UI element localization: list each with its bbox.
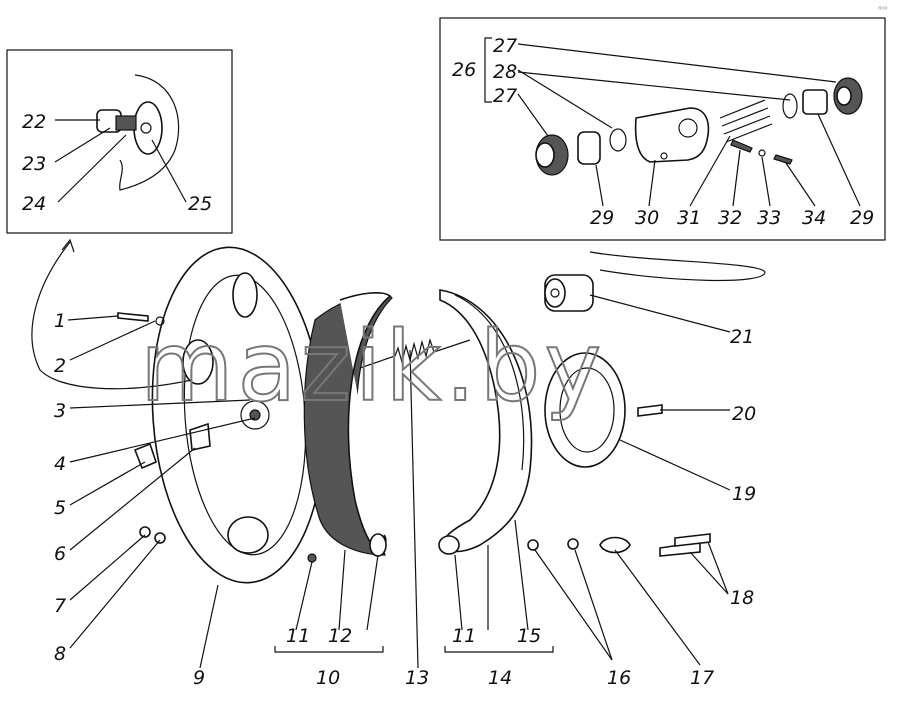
- small-fasteners: [527, 404, 711, 557]
- bolt-and-washers: [117, 312, 166, 544]
- callout-29: 29: [590, 207, 614, 229]
- brake-shoe-left: [303, 291, 393, 563]
- callout-30: 30: [635, 207, 659, 229]
- callout-23: 23: [22, 153, 46, 175]
- brake-shoe-right: [438, 289, 533, 555]
- callout-21: 21: [730, 326, 754, 348]
- callout-20: 20: [732, 403, 756, 425]
- leader-lines: [54, 43, 861, 669]
- callout-13: 13: [405, 667, 429, 689]
- wheel-cylinder-assembly: [544, 274, 594, 312]
- connector-curve: [589, 251, 766, 282]
- callout-11b: 11: [452, 625, 476, 647]
- wheel-cylinder-exploded: [535, 77, 863, 176]
- callout-2: 2: [54, 355, 66, 377]
- callout-11: 11: [286, 625, 310, 647]
- callout-12: 12: [328, 625, 352, 647]
- callout-15: 15: [517, 625, 541, 647]
- callout-32: 32: [718, 207, 742, 229]
- group-brackets: [274, 37, 554, 653]
- callout-3: 3: [54, 400, 66, 422]
- callout-1: 1: [54, 310, 66, 332]
- callout-29b: 29: [850, 207, 874, 229]
- callout-16: 16: [607, 667, 631, 689]
- callout-22: 22: [22, 111, 46, 133]
- bleeder-valve-detail: [96, 74, 180, 191]
- drum-ring: [544, 352, 626, 468]
- callout-18: 18: [730, 587, 754, 609]
- callout-34: 34: [802, 207, 826, 229]
- callout-27b: 27: [493, 85, 517, 107]
- callout-7: 7: [54, 595, 66, 617]
- callout-17: 17: [690, 667, 714, 689]
- callout-14: 14: [488, 667, 512, 689]
- callout-26: 26: [452, 59, 476, 81]
- callout-31: 31: [677, 207, 701, 229]
- callout-9: 9: [193, 667, 205, 689]
- callout-10: 10: [316, 667, 340, 689]
- callout-33: 33: [757, 207, 781, 229]
- callout-19: 19: [732, 483, 756, 505]
- callout-8: 8: [54, 643, 66, 665]
- callout-6: 6: [54, 543, 66, 565]
- callout-5: 5: [54, 497, 66, 519]
- watermark: mazik.by: [140, 311, 605, 423]
- inset-arrow-head: [61, 238, 75, 253]
- inset-box-left: [6, 49, 233, 234]
- inset-box-right: [439, 17, 886, 241]
- callout-24: 24: [22, 193, 46, 215]
- callout-28: 28: [493, 61, 517, 83]
- corner-mark: ⁸⁰⁰: [878, 5, 888, 14]
- callout-27: 27: [493, 35, 517, 57]
- backing-plate: [133, 246, 325, 584]
- inset-arrow: [31, 241, 193, 390]
- callout-labels: 1 2 3 4 5 6 7 8 9 10 11 12 13 14 11 15 1…: [22, 35, 874, 689]
- callout-4: 4: [54, 453, 66, 475]
- return-spring: [359, 337, 471, 369]
- callout-25: 25: [188, 193, 212, 215]
